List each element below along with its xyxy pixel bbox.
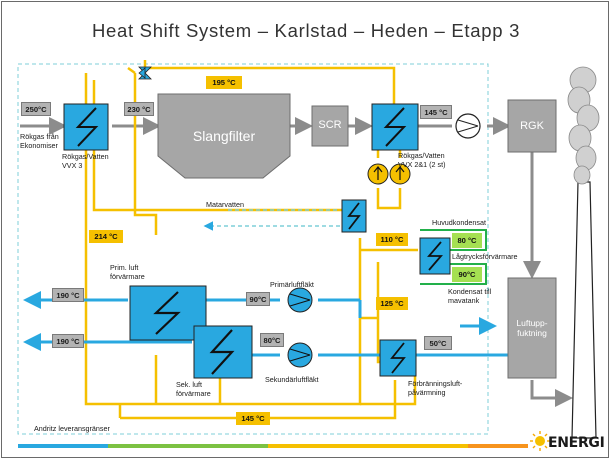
rokgas-fran-label: Rökgas från Ekonomiser (20, 132, 59, 150)
scr-box (311, 105, 349, 147)
hx-prim-luft (129, 285, 207, 341)
footer-color-bar (18, 444, 528, 448)
temp-tag: 190 °C (52, 288, 84, 302)
slangfilter-label: Slangfilter (192, 128, 256, 144)
sekundarluftflakt-label: Sekundärluftfläkt (265, 375, 319, 384)
temp-tag: 90°C (452, 267, 482, 282)
secondary-air-fan-icon (287, 342, 313, 368)
temp-tag: 145 °C (420, 105, 452, 119)
temp-tag: 90°C (246, 292, 270, 306)
pump-icon (367, 163, 389, 185)
hx-forbranning (379, 339, 417, 377)
lagtryck-label: Lågtrycksförvärmare (452, 252, 518, 261)
hx-sek-luft (193, 325, 253, 379)
temp-tag: 80°C (260, 333, 284, 347)
hx-vvx21 (371, 103, 419, 151)
luftuppfuktning-label: Luftupp- fuktning (516, 318, 548, 338)
feedwater-line (203, 209, 340, 231)
temp-tag: 195 °C (206, 76, 242, 89)
matarvatten-label: Matarvatten (206, 200, 244, 209)
rgk-box (507, 99, 557, 153)
slangfilter (157, 93, 291, 179)
luftuppfuktning-box (507, 277, 557, 379)
flue-gas-fan-icon (455, 113, 481, 139)
temp-tag: 230 °C (124, 102, 154, 116)
diagram-title: Heat Shift System – Karlstad – Heden – E… (91, 20, 521, 41)
pump-icon (389, 163, 411, 185)
vvx3-label: Rökgas/Vatten VVX 3 (62, 152, 109, 170)
energi-logo-sun-icon (530, 431, 550, 451)
andritz-boundary (17, 63, 489, 435)
smoke-cloud (567, 66, 600, 185)
andritz-label: Andritz leveransgränser (34, 424, 110, 433)
kondensat-label: Kondensat till mavatank (448, 287, 492, 305)
temp-tag: 110 °C (376, 233, 408, 246)
energi-logo: ENERGI (548, 435, 605, 451)
primarluftflakt-label: Primärluftfläkt (270, 280, 314, 289)
huvudkondensat-label: Huvudkondensat (432, 218, 486, 227)
chimney (571, 181, 597, 439)
temp-tag: 190 °C (52, 334, 84, 348)
temp-tag: 50°C (424, 336, 452, 350)
rgk-label: RGK (520, 120, 544, 132)
forbranning-label: Förbränningsluft- påvärmning (408, 379, 463, 397)
temp-tag: 125 °C (376, 297, 408, 310)
temp-tag: 214 °C (89, 230, 123, 243)
scr-label: SCR (318, 119, 342, 131)
hx-lagtryck (419, 237, 451, 275)
temp-tag: 250°C (21, 102, 51, 116)
condensate-lines (420, 229, 487, 285)
temp-tag: 145 °C (236, 412, 270, 425)
vvx21-label: Rökgas/Vatten VVX 2&1 (2 st) (398, 151, 446, 169)
prim-luft-label: Prim. luft förvärmare (110, 263, 145, 281)
flue-gas-path (20, 117, 573, 407)
temp-tag: 80 °C (452, 233, 482, 248)
sek-luft-label: Sek. luft förvärmare (176, 380, 211, 398)
hx-matarvatten (341, 199, 367, 233)
primary-air-fan-icon (287, 287, 313, 313)
hx-vvx3 (63, 103, 109, 151)
three-way-valve-icon (138, 66, 152, 80)
